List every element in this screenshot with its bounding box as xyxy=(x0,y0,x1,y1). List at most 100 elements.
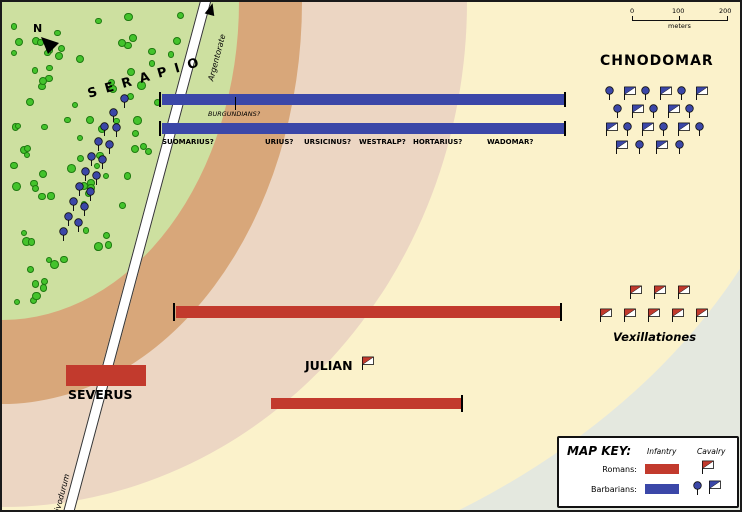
barbarian-skirmisher-icon xyxy=(119,94,130,109)
tree-icon xyxy=(23,145,32,153)
tree-icon xyxy=(136,80,146,90)
tree-icon xyxy=(83,227,90,234)
barbarian-cavalry-icon xyxy=(658,122,669,137)
severus-unit-block xyxy=(66,365,146,386)
scale-unit-label: meters xyxy=(668,22,691,30)
tree-icon xyxy=(108,78,116,86)
tree-icon xyxy=(131,130,139,137)
barbarian-cavalry-icon xyxy=(694,122,705,137)
julian-standard-icon xyxy=(360,356,376,371)
barbarian-line-1 xyxy=(162,94,564,105)
tree-icon xyxy=(64,116,71,124)
barbarian-skirmisher-icon xyxy=(86,152,97,167)
tree-icon xyxy=(60,255,68,264)
tree-icon xyxy=(176,11,184,19)
key-barbarian-infantry-swatch xyxy=(645,484,679,494)
compass-north-label: N xyxy=(33,22,43,35)
line-end-tick xyxy=(560,303,562,321)
tree-icon xyxy=(140,143,148,150)
tree-icon xyxy=(76,155,85,163)
tree-icon xyxy=(23,151,31,159)
tree-icon xyxy=(38,192,47,201)
tree-icon xyxy=(55,52,64,61)
map-key-title: MAP KEY: xyxy=(567,444,632,458)
tree-icon xyxy=(118,38,127,47)
key-barbarian-cavalry-marker-icon xyxy=(692,481,703,496)
key-infantry-header: Infantry xyxy=(647,447,677,456)
tree-icon xyxy=(148,48,156,56)
barbarian-skirmisher-icon xyxy=(58,227,69,242)
barbarian-skirmisher-icon xyxy=(73,218,84,233)
tree-icon xyxy=(144,147,153,156)
tree-icon xyxy=(95,17,102,24)
leader-label: WESTRALP? xyxy=(359,138,406,146)
julian-label: JULIAN xyxy=(305,358,353,373)
barbarian-skirmisher-icon xyxy=(80,167,91,182)
barbarian-cavalry-icon xyxy=(622,122,633,137)
barbarian-skirmisher-icon xyxy=(63,212,74,227)
tree-icon xyxy=(148,60,156,67)
tree-icon xyxy=(76,134,84,142)
tree-icon xyxy=(93,241,103,251)
key-barbarians-row-label: Barbarians: xyxy=(590,485,637,494)
tree-icon xyxy=(54,29,61,36)
tree-icon xyxy=(39,284,47,292)
severus-label: SEVERUS xyxy=(68,387,133,402)
vexillationes-label: Vexillationes xyxy=(613,330,697,344)
tree-icon xyxy=(10,49,18,57)
tree-icon xyxy=(57,44,65,52)
tree-icon xyxy=(10,161,18,170)
tree-icon xyxy=(41,123,48,131)
line-end-tick xyxy=(159,121,161,136)
scale-tick-0: 0 xyxy=(630,7,635,15)
tree-icon xyxy=(129,34,138,43)
roman-cavalry-icon xyxy=(622,308,638,323)
tree-icon xyxy=(37,39,44,46)
tree-icon xyxy=(32,291,41,301)
barbarian-skirmisher-icon xyxy=(104,140,115,155)
barbarian-cavalry-icon xyxy=(676,122,692,137)
line-end-tick xyxy=(564,121,566,136)
leader-label: SUOMARIUS? xyxy=(162,138,214,146)
barbarian-cavalry-icon xyxy=(614,140,630,155)
tree-icon xyxy=(39,169,48,179)
barbarian-skirmisher-icon xyxy=(111,123,122,138)
tree-icon xyxy=(72,101,79,109)
leader-label: URSICINUS? xyxy=(304,138,352,146)
barbarian-cavalry-icon xyxy=(694,86,710,101)
tree-icon xyxy=(133,116,142,125)
tree-icon xyxy=(172,37,181,46)
tree-icon xyxy=(167,51,175,58)
barbarian-cavalry-icon xyxy=(658,86,674,101)
key-roman-infantry-swatch xyxy=(645,464,679,474)
tree-icon xyxy=(27,238,36,246)
barbarian-cavalry-icon xyxy=(676,86,687,101)
line-end-tick xyxy=(461,395,463,412)
tree-icon xyxy=(124,12,133,22)
tree-icon xyxy=(11,23,18,30)
tree-icon xyxy=(47,192,55,200)
tree-icon xyxy=(131,144,140,153)
barbarian-line-2 xyxy=(162,123,564,134)
tree-icon xyxy=(11,182,21,192)
tree-icon xyxy=(20,229,28,237)
burgundians-label: BURGUNDIANS? xyxy=(208,110,261,118)
roman-cavalry-icon xyxy=(676,285,692,300)
barbarian-cavalry-icon xyxy=(604,86,615,101)
tree-icon xyxy=(31,280,40,289)
line-end-tick xyxy=(564,92,566,107)
barbarian-cavalry-icon xyxy=(648,104,659,119)
tree-icon xyxy=(127,68,136,77)
tree-icon xyxy=(14,123,21,130)
barbarian-cavalry-icon xyxy=(654,140,670,155)
barbarian-cavalry-icon xyxy=(634,140,645,155)
tree-icon xyxy=(93,163,100,170)
tree-icon xyxy=(38,76,48,86)
roman-cavalry-icon xyxy=(694,308,710,323)
barbarian-skirmisher-icon xyxy=(79,202,90,217)
tree-icon xyxy=(67,164,77,173)
tree-icon xyxy=(50,259,59,269)
chnodomar-label: CHNODOMAR xyxy=(600,53,714,69)
